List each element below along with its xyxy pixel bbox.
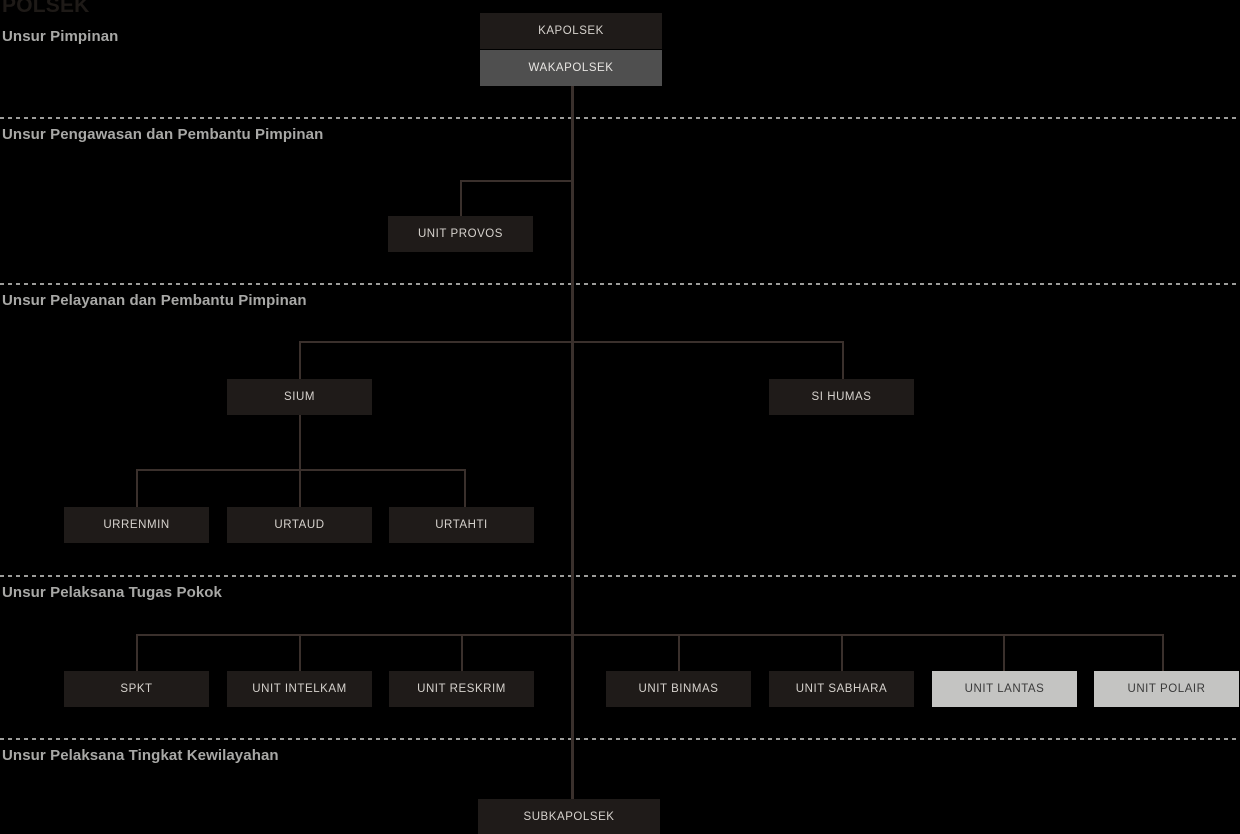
divider-pelaksana — [0, 575, 1240, 577]
divider-pengawasan — [0, 117, 1240, 119]
node-urrenmin[interactable]: URRENMIN — [64, 507, 209, 543]
connector-drop-unit-sabhara — [841, 634, 843, 671]
node-subkapolsek[interactable]: SUBKAPOLSEK — [478, 799, 660, 834]
connector-bus-urusan — [137, 469, 465, 471]
connector-bus-pelaksana — [137, 634, 1163, 636]
connector-drop-unit-polair — [1162, 634, 1164, 671]
section-label-unsur-pelaksana-tugas-pokok: Unsur Pelaksana Tugas Pokok — [2, 584, 223, 601]
divider-pelayanan — [0, 283, 1240, 285]
connector-drop-sium — [299, 341, 301, 379]
node-unit-intelkam[interactable]: UNIT INTELKAM — [227, 671, 372, 707]
trunk-line-main — [571, 86, 574, 800]
section-label-unsur-pelayanan-dan-pembantu-pimpinan: Unsur Pelayanan dan Pembantu Pimpinan — [2, 292, 307, 309]
connector-sium-stem — [299, 415, 301, 469]
connector-provos-vertical — [460, 180, 462, 216]
page-title: POLSEK — [2, 0, 90, 17]
connector-drop-urtaud — [299, 469, 301, 507]
section-label-unsur-pengawasan-dan-pembantu-pimpinan: Unsur Pengawasan dan Pembantu Pimpinan — [2, 126, 324, 143]
connector-drop-urrenmin — [136, 469, 138, 507]
node-urtaud[interactable]: URTAUD — [227, 507, 372, 543]
node-unit-provos[interactable]: UNIT PROVOS — [388, 216, 533, 252]
connector-drop-si-humas — [842, 341, 844, 379]
node-unit-reskrim[interactable]: UNIT RESKRIM — [389, 671, 534, 707]
connector-drop-unit-lantas — [1003, 634, 1005, 671]
connector-drop-unit-binmas — [678, 634, 680, 671]
connector-drop-spkt — [136, 634, 138, 671]
node-unit-sabhara[interactable]: UNIT SABHARA — [769, 671, 914, 707]
connector-drop-urtahti — [464, 469, 466, 507]
section-label-unsur-pelaksana-tingkat-kewilayahan: Unsur Pelaksana Tingkat Kewilayahan — [2, 747, 279, 764]
section-label-unsur-pimpinan: Unsur Pimpinan — [2, 28, 119, 45]
node-spkt[interactable]: SPKT — [64, 671, 209, 707]
node-urtahti[interactable]: URTAHTI — [389, 507, 534, 543]
connector-drop-unit-intelkam — [299, 634, 301, 671]
node-unit-polair[interactable]: UNIT POLAIR — [1094, 671, 1239, 707]
node-si-humas[interactable]: SI HUMAS — [769, 379, 914, 415]
divider-kewilayahan — [0, 738, 1240, 740]
node-wakapolsek[interactable]: WAKAPOLSEK — [480, 50, 662, 86]
connector-bus-pelayanan — [300, 341, 844, 343]
node-unit-lantas[interactable]: UNIT LANTAS — [932, 671, 1077, 707]
node-sium[interactable]: SIUM — [227, 379, 372, 415]
node-unit-binmas[interactable]: UNIT BINMAS — [606, 671, 751, 707]
node-kapolsek[interactable]: KAPOLSEK — [480, 13, 662, 49]
connector-provos-horizontal — [460, 180, 573, 182]
connector-drop-unit-reskrim — [461, 634, 463, 671]
